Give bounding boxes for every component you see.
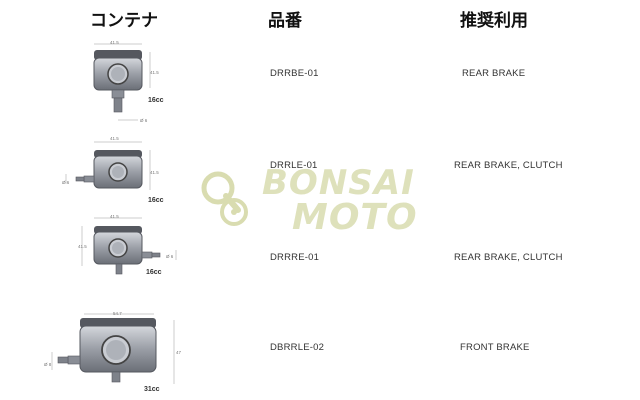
dim-width: 54.7 xyxy=(113,311,122,316)
capacity-label: 31cc xyxy=(144,386,160,393)
recommended-use: REAR BRAKE xyxy=(462,68,526,79)
capacity-label: 16cc xyxy=(146,269,162,276)
watermark-line2: MOTO xyxy=(292,197,418,238)
reservoir-image-drrbe-01 xyxy=(93,43,151,121)
reservoir-image-drrre-01 xyxy=(81,217,177,275)
part-number: DRRRE-01 xyxy=(270,252,320,263)
capacity-label: 16cc xyxy=(148,197,164,204)
dim-height: 47 xyxy=(176,350,182,355)
dim-width: 41.5 xyxy=(110,214,119,219)
header-recommended-use: 推奨利用 xyxy=(460,11,528,31)
header-container: コンテナ xyxy=(90,11,158,31)
dim-width: 41.5 xyxy=(110,136,119,141)
dim-outlet: Ø 6 xyxy=(62,180,70,185)
dim-width: 41.5 xyxy=(110,40,119,45)
part-number: DRRBE-01 xyxy=(270,68,319,79)
recommended-use: FRONT BRAKE xyxy=(460,342,530,353)
part-number: DBRRLE-02 xyxy=(270,342,325,353)
header-part-number: 品番 xyxy=(268,11,302,31)
part-number: DRRLE-01 xyxy=(270,160,318,171)
dim-outlet: Ø 8 xyxy=(44,362,52,367)
dim-outlet: Ø 6 xyxy=(140,118,148,123)
reservoir-image-dbrrle-02 xyxy=(51,313,175,384)
recommended-use: REAR BRAKE, CLUTCH xyxy=(454,160,563,171)
watermark-wrench-icon xyxy=(201,171,248,226)
dim-height: 41.5 xyxy=(78,244,87,249)
dim-height: 41.5 xyxy=(150,70,159,75)
dim-height: 41.5 xyxy=(150,170,159,175)
dim-outlet: Ø 6 xyxy=(166,254,174,259)
watermark-line1: BONSAI xyxy=(262,163,415,203)
reservoir-image-drrle-01 xyxy=(65,141,151,190)
recommended-use: REAR BRAKE, CLUTCH xyxy=(454,252,563,263)
capacity-label: 16cc xyxy=(148,97,164,104)
